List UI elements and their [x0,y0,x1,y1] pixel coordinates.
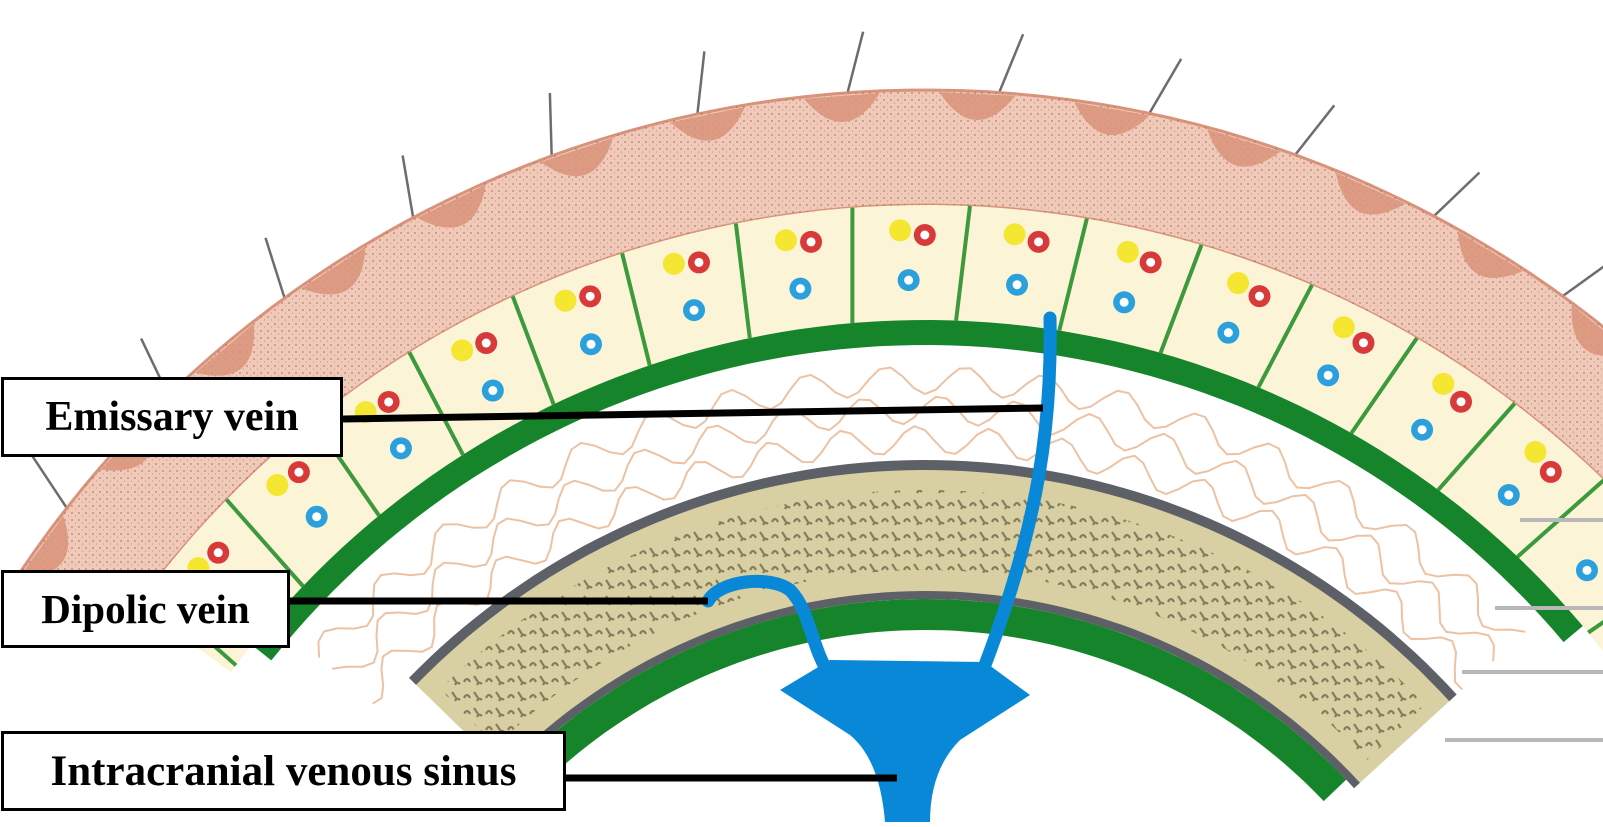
scalp-vessel [1432,373,1454,395]
vessel-lumen [1146,258,1155,267]
vessel-lumen [1457,397,1466,406]
vessel-lumen [1582,566,1591,575]
dipolic-vein-label: Dipolic vein [1,570,290,648]
scalp-vessel [889,219,911,241]
vessel-lumen [1359,338,1368,347]
scalp-vessel [1333,316,1355,338]
scalp-vessel [1004,223,1026,245]
venous-sinus-label: Intracranial venous sinus [1,731,566,811]
vessel-lumen [690,306,699,315]
scalp-vessel [1117,241,1139,263]
scalp-vessel [775,229,797,251]
vessel-lumen [482,339,491,348]
vessel-lumen [384,397,393,406]
vessel-lumen [920,231,929,240]
vessel-lumen [1324,371,1333,380]
vessel-lumen [1504,491,1513,500]
vessel-lumen [694,258,703,267]
scalp-vessel [1227,272,1249,294]
vessel-lumen [1255,292,1264,301]
vessel-lumen [294,468,303,477]
scalp-vessel [451,339,473,361]
vessel-lumen [796,284,805,293]
emissary-vein-label: Emissary vein [1,377,343,457]
vessel-lumen [214,548,223,557]
scalp-vessel [266,474,288,496]
vessel-lumen [586,292,595,301]
vessel-lumen [488,386,497,395]
vessel-lumen [312,512,321,521]
vessel-lumen [1418,425,1427,434]
vessel-lumen [587,340,596,349]
vessel-lumen [807,237,816,246]
vessel-lumen [1224,328,1233,337]
scalp-vessel [1524,441,1546,463]
vessel-lumen [1013,280,1022,289]
scalp-vessel [554,290,576,312]
vessel-lumen [1034,237,1043,246]
vessel-lumen [1120,298,1129,307]
scalp-vessel [663,253,685,275]
vessel-lumen [1546,467,1555,476]
venous-sinus-shape [780,660,1030,822]
vessel-lumen [396,444,405,453]
vessel-lumen [904,276,913,285]
